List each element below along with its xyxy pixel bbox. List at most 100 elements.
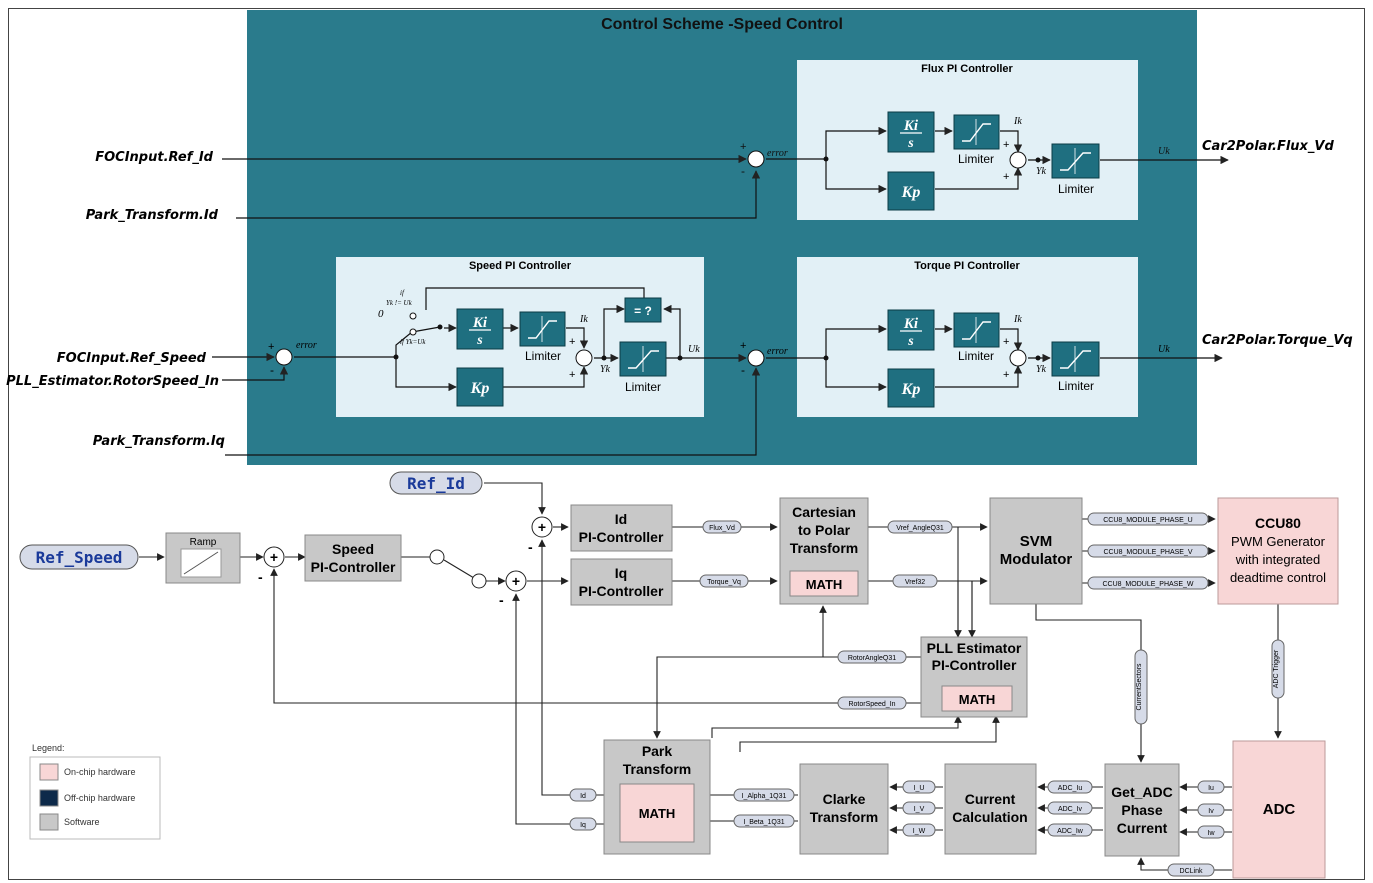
c2p-math-block bbox=[789, 570, 859, 597]
svg-text:Get_ADC: Get_ADC bbox=[1111, 784, 1172, 800]
legend-onchip-swatch bbox=[39, 763, 59, 781]
svg-text:Flux_Vd: Flux_Vd bbox=[709, 525, 735, 532]
svg-text:Ik: Ik bbox=[579, 314, 588, 325]
svg-text:+: + bbox=[1003, 139, 1009, 151]
svg-text:Vref_AngleQ31: Vref_AngleQ31 bbox=[896, 525, 944, 532]
svg-text:PI-Controller: PI-Controller bbox=[932, 657, 1017, 673]
svg-text:= ?: = ? bbox=[634, 304, 652, 318]
torque-output-label: Car2Polar.Torque_Vq bbox=[1202, 333, 1353, 348]
svg-text:s: s bbox=[476, 333, 483, 348]
svg-text:Ik: Ik bbox=[1013, 314, 1022, 325]
svg-text:Uk: Uk bbox=[1158, 344, 1170, 355]
flux-feedback-label: Park_Transform.Id bbox=[86, 208, 219, 223]
svg-text:if Yk=Uk: if Yk=Uk bbox=[400, 338, 426, 346]
svg-text:Limiter: Limiter bbox=[958, 152, 994, 166]
svg-text:Ref_Speed: Ref_Speed bbox=[36, 548, 123, 567]
svg-text:error: error bbox=[296, 340, 317, 351]
speed-pi-title: Speed PI Controller bbox=[469, 260, 572, 272]
svg-text:-: - bbox=[741, 164, 745, 178]
svg-text:+: + bbox=[1003, 336, 1009, 348]
speed-ki-block bbox=[456, 308, 504, 350]
svg-text:+: + bbox=[268, 341, 274, 353]
svg-text:+: + bbox=[1003, 369, 1009, 381]
svg-text:CCU8_MODULE_PHASE_W: CCU8_MODULE_PHASE_W bbox=[1102, 581, 1193, 588]
svg-text:Speed: Speed bbox=[332, 541, 374, 557]
flux-ki-block bbox=[887, 111, 935, 153]
svg-text:Phase: Phase bbox=[1121, 802, 1162, 818]
switch-terminal-out bbox=[471, 573, 487, 589]
svg-text:I_V: I_V bbox=[914, 806, 925, 813]
svg-text:DCLink: DCLink bbox=[1180, 868, 1203, 875]
iq-pi-controller-block[interactable] bbox=[570, 558, 673, 606]
current-calculation-block[interactable] bbox=[944, 763, 1037, 855]
speed-error-sum bbox=[263, 546, 285, 568]
control-scheme-title: Control Scheme -Speed Control bbox=[601, 16, 843, 33]
svg-text:0: 0 bbox=[378, 308, 384, 320]
svg-text:+: + bbox=[740, 141, 746, 153]
svg-text:-: - bbox=[741, 363, 745, 377]
svg-text:PI-Controller: PI-Controller bbox=[311, 559, 396, 575]
svg-text:+: + bbox=[538, 519, 546, 535]
svg-text:ADC Trigger: ADC Trigger bbox=[1273, 649, 1280, 688]
svg-text:error: error bbox=[767, 148, 788, 159]
svg-text:CurrentSectors: CurrentSectors bbox=[1136, 663, 1143, 711]
ref-speed-input[interactable] bbox=[19, 544, 139, 570]
svg-text:+: + bbox=[512, 573, 520, 589]
svg-text:Ramp: Ramp bbox=[190, 537, 217, 548]
svg-text:Kp: Kp bbox=[901, 184, 921, 201]
flux-pi-sum-junction bbox=[1009, 151, 1027, 169]
svg-text:PI-Controller: PI-Controller bbox=[579, 529, 664, 545]
svg-text:s: s bbox=[907, 136, 914, 151]
svg-text:MATH: MATH bbox=[639, 806, 676, 821]
torque-ki-block bbox=[887, 309, 935, 351]
speed-sum-junction bbox=[275, 348, 293, 366]
svg-text:Calculation: Calculation bbox=[952, 809, 1027, 825]
svg-text:Yk: Yk bbox=[600, 364, 611, 375]
svg-text:+: + bbox=[1003, 171, 1009, 183]
svg-text:deadtime control: deadtime control bbox=[1230, 570, 1326, 585]
svg-text:ADC_Iv: ADC_Iv bbox=[1058, 806, 1083, 813]
park-math-block bbox=[619, 783, 695, 843]
ccu80-block[interactable] bbox=[1217, 497, 1339, 605]
svg-text:Modulator: Modulator bbox=[1000, 551, 1073, 568]
svg-text:Id: Id bbox=[615, 511, 627, 527]
flux-kp-block bbox=[887, 171, 935, 211]
speed-pi-controller-block[interactable] bbox=[304, 534, 402, 582]
get-adc-phase-current-block[interactable] bbox=[1104, 763, 1180, 857]
adc-block[interactable] bbox=[1232, 740, 1326, 879]
svg-text:Limiter: Limiter bbox=[1058, 182, 1094, 196]
svg-text:I_Alpha_1Q31: I_Alpha_1Q31 bbox=[742, 793, 787, 800]
svg-text:-: - bbox=[499, 592, 504, 608]
svg-text:PLL Estimator: PLL Estimator bbox=[927, 640, 1022, 656]
svg-text:I_U: I_U bbox=[914, 785, 925, 792]
svg-text:Off-chip hardware: Off-chip hardware bbox=[64, 793, 135, 803]
svg-text:Id: Id bbox=[580, 793, 586, 800]
svg-text:ADC: ADC bbox=[1263, 801, 1296, 818]
speed-feedback-label: PLL_Estimator.RotorSpeed_In bbox=[6, 374, 219, 389]
torque-sum-junction bbox=[747, 349, 765, 367]
svm-modulator-block[interactable] bbox=[989, 497, 1083, 605]
torque-kp-block bbox=[887, 368, 935, 408]
svg-text:Park: Park bbox=[642, 743, 673, 759]
svg-text:Kp: Kp bbox=[901, 381, 921, 398]
svg-text:MATH: MATH bbox=[959, 692, 996, 707]
id-pi-controller-block[interactable] bbox=[570, 504, 673, 552]
speed-pi-sum-junction bbox=[575, 349, 593, 367]
clarke-transform-block[interactable] bbox=[799, 763, 889, 855]
svg-text:Uk: Uk bbox=[1158, 146, 1170, 157]
svg-text:Transform: Transform bbox=[623, 761, 691, 777]
svg-text:MATH: MATH bbox=[806, 577, 843, 592]
ref-id-input[interactable] bbox=[389, 471, 483, 495]
svg-text:Limiter: Limiter bbox=[625, 380, 661, 394]
svg-text:RotorSpeed_In: RotorSpeed_In bbox=[848, 701, 895, 708]
svg-text:-: - bbox=[258, 569, 263, 585]
svg-text:Yk != Uk: Yk != Uk bbox=[386, 299, 413, 307]
svg-text:with integrated: with integrated bbox=[1235, 552, 1321, 567]
svg-text:CCU80: CCU80 bbox=[1255, 515, 1301, 531]
svg-text:On-chip hardware: On-chip hardware bbox=[64, 767, 136, 777]
svg-text:Ki: Ki bbox=[903, 118, 919, 134]
svg-text:s: s bbox=[907, 334, 914, 349]
legend-software-swatch bbox=[39, 813, 59, 831]
speed-kp-block bbox=[456, 367, 504, 407]
